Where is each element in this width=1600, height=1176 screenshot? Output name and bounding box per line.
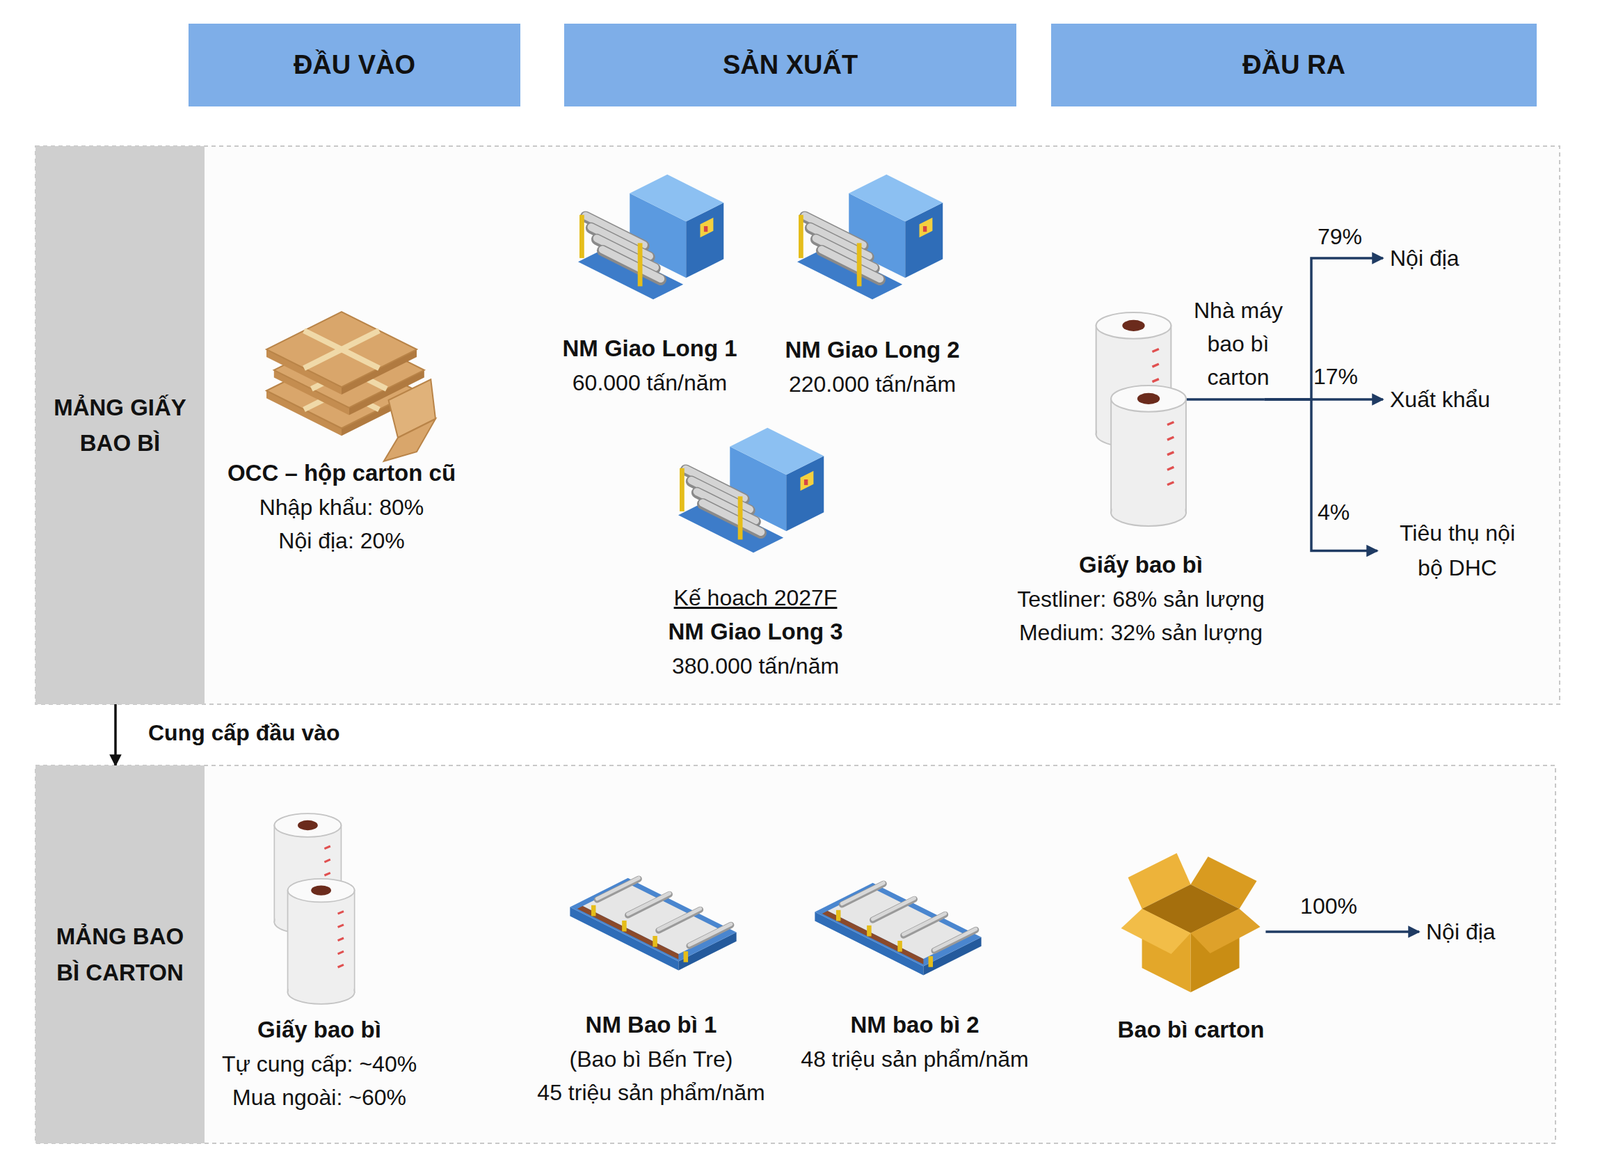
segment-band: MẢNG GIẤY BAO BÌ — [35, 146, 205, 704]
carton-line-icon — [569, 877, 736, 971]
node-detail: (Bao bì Bến Tre) — [537, 1042, 765, 1076]
node-detail: 60.000 tấn/năm — [562, 365, 737, 400]
plant-block: NM Giao Long 2220.000 tấn/năm — [784, 332, 960, 401]
node-detail: 220.000 tấn/năm — [784, 367, 960, 401]
market-block: Tiêu thụ nội bộ DHC — [1384, 516, 1531, 586]
node-detail: Mua ngoài: ~60% — [221, 1080, 417, 1114]
node-detail: Medium: 32% sản lượng — [1017, 615, 1264, 650]
flow-note: Nhà máy bao bì carton — [1186, 293, 1291, 394]
edge-label: 4% — [1317, 495, 1350, 529]
segment-title: MẢNG BAO BÌ CARTON — [42, 918, 198, 990]
node-detail: Tự cung cấp: ~40% — [221, 1046, 417, 1081]
node-detail: 380.000 tấn/năm — [667, 649, 843, 683]
column-header: ĐẦU RA — [1051, 23, 1537, 107]
node-title: OCC – hộp carton cũ — [227, 455, 456, 491]
paper-machine-icon — [678, 427, 824, 554]
header-text: SẢN XUẤT — [571, 44, 1010, 86]
paper-machine-icon — [578, 174, 724, 300]
edge-label: Cung cấp đầu vào — [148, 715, 341, 750]
node-detail: Nội địa: 20% — [227, 523, 456, 558]
flow-arrow — [1264, 399, 1378, 551]
edge-label: 79% — [1317, 219, 1363, 254]
node-title: Nội địa — [1389, 241, 1460, 275]
output-block: Bao bì carton — [1117, 847, 1265, 1047]
column-header: SẢN XUẤT — [564, 23, 1017, 107]
segment-title: MẢNG GIẤY BAO BÌ — [42, 389, 198, 461]
node-detail: NM Giao Long 3 — [667, 614, 843, 650]
occ-icon — [266, 311, 436, 462]
flow-arrow — [114, 704, 117, 766]
carton-box-icon — [1117, 847, 1264, 997]
node-detail: 48 triệu sản phẩm/năm — [800, 1042, 1029, 1076]
node-detail: Nhập khẩu: 80% — [227, 490, 456, 524]
plant-block: NM bao bì 248 triệu sản phẩm/năm — [800, 1007, 1029, 1076]
node-detail: 45 triệu sản phẩm/năm — [537, 1075, 765, 1109]
icon-group — [266, 174, 982, 1004]
node-title: Tiêu thụ nội bộ DHC — [1384, 516, 1531, 586]
node-title: NM bao bì 2 — [800, 1007, 1029, 1043]
node-detail: Testliner: 68% sản lượng — [1017, 582, 1264, 616]
market-block: Nội địa — [1426, 914, 1496, 949]
column-header: ĐẦU VÀO — [188, 23, 521, 107]
segment-band: MẢNG BAO BÌ CARTON — [35, 765, 205, 1143]
node-title: NM Giao Long 2 — [784, 332, 960, 368]
paper-roll-icon — [274, 813, 355, 1004]
market-block: Nội địa — [1389, 241, 1460, 275]
node-title: Giấy bao bì — [221, 1012, 417, 1047]
header-text: ĐẦU VÀO — [195, 44, 514, 86]
market-block: Xuất khẩu — [1389, 382, 1491, 416]
edge-label: 100% — [1300, 889, 1358, 923]
plant-block: NM Giao Long 160.000 tấn/năm — [562, 331, 737, 400]
carton-line-icon — [814, 882, 981, 976]
paper-machine-icon — [797, 174, 943, 300]
node-title: Giấy bao bì — [1017, 547, 1264, 583]
node-title: NM Giao Long 1 — [562, 331, 737, 366]
node-title: Kế hoach 2027F — [667, 580, 843, 615]
input-block: OCC – hộp carton cũNhập khẩu: 80%Nội địa… — [227, 455, 456, 558]
node-title: Bao bì carton — [1117, 1012, 1265, 1047]
node-title: Xuất khẩu — [1389, 382, 1491, 416]
segment-panel — [35, 765, 1556, 1143]
plant-block: Kế hoach 2027FNM Giao Long 3380.000 tấn/… — [667, 580, 843, 683]
output-block: Giấy bao bìTestliner: 68% sản lượngMediu… — [1017, 306, 1264, 650]
plant-block: NM Bao bì 1(Bao bì Bến Tre)45 triệu sản … — [537, 1007, 765, 1109]
header-text: ĐẦU RA — [1058, 44, 1530, 86]
node-title: NM Bao bì 1 — [537, 1007, 765, 1043]
flow-arrow — [1265, 930, 1420, 933]
node-title: Nội địa — [1426, 914, 1496, 949]
flow-arrow — [1264, 258, 1383, 400]
edge-label: 17% — [1313, 359, 1358, 394]
input-block: Giấy bao bìTự cung cấp: ~40%Mua ngoài: ~… — [221, 1012, 417, 1114]
paper-roll-icon — [1092, 306, 1190, 533]
segment-panel — [35, 146, 1560, 704]
